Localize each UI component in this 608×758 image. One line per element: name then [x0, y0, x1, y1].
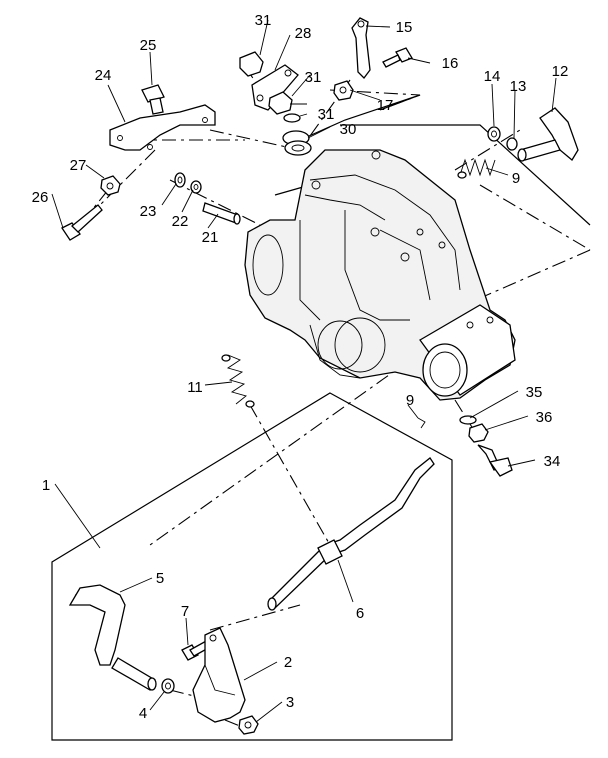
callout-3: 3	[286, 694, 294, 711]
callout-1: 1	[42, 477, 50, 494]
part-34-pin	[477, 444, 513, 477]
part-27-nut	[100, 175, 121, 196]
callout-7: 7	[181, 603, 189, 620]
callout-31-top: 31	[255, 12, 272, 29]
callout-2: 2	[284, 654, 292, 671]
callout-11: 11	[187, 379, 203, 396]
callout-24: 24	[95, 67, 112, 84]
part-35-washer	[459, 415, 477, 425]
part-12-shaft	[517, 107, 579, 162]
callout-22: 22	[172, 213, 189, 230]
callout-25: 25	[140, 37, 157, 54]
part-6-rod	[267, 457, 435, 611]
part-13-clip	[506, 137, 518, 151]
callout-12: 12	[552, 63, 569, 80]
part-29-seal	[282, 130, 312, 156]
part-16-bolt	[382, 47, 413, 68]
part-14-washer	[487, 126, 501, 142]
callout-29: 30	[340, 121, 357, 138]
part-21-pin	[202, 202, 241, 225]
callout-31-lower: 31	[305, 69, 322, 86]
callout-23: 23	[140, 203, 157, 220]
part-3-nut	[238, 715, 259, 735]
callout-30: 31	[318, 106, 335, 123]
callout-15: 15	[396, 19, 413, 36]
callout-16: 16	[442, 55, 459, 72]
part-15-lever	[351, 17, 371, 79]
gear-housing	[244, 149, 516, 401]
part-31-nut-top	[239, 51, 264, 77]
callout-21: 21	[202, 229, 219, 246]
part-26-bolt	[61, 204, 103, 241]
part-11-spring	[221, 354, 255, 408]
callout-9: 9	[512, 170, 520, 187]
callout-27: 27	[70, 157, 87, 174]
callout-28: 28	[295, 25, 312, 42]
part-24-bracket	[109, 104, 216, 151]
callout-26: 26	[32, 189, 49, 206]
callout-13: 13	[510, 78, 527, 95]
callout-4: 4	[139, 705, 147, 722]
part-17-nut	[333, 80, 354, 101]
callout-6: 6	[356, 605, 364, 622]
callout-17: 17	[377, 97, 394, 114]
leader-lines	[51, 19, 557, 723]
part-25-bolt	[141, 84, 165, 115]
callout-14: 14	[484, 68, 501, 85]
part-30-washer	[283, 113, 301, 123]
part-10-pin	[417, 417, 426, 429]
callout-10: 9	[406, 392, 414, 409]
callout-34: 34	[544, 453, 561, 470]
part-4-washer	[161, 678, 175, 694]
callout-labels: 31 28 15 25 16 12 24 31 14 13 17 31 30 2…	[32, 12, 569, 722]
part-36-nut	[468, 423, 489, 443]
part-2-lever	[192, 627, 246, 723]
part-22-washer	[190, 180, 202, 194]
part-31-nut-lower	[268, 91, 293, 115]
part-23-washer	[174, 172, 186, 188]
part-9-spring	[457, 158, 496, 179]
callout-35: 35	[526, 384, 543, 401]
part-5-bracket	[68, 584, 157, 691]
callout-5: 5	[156, 570, 164, 587]
callout-36: 36	[536, 409, 553, 426]
